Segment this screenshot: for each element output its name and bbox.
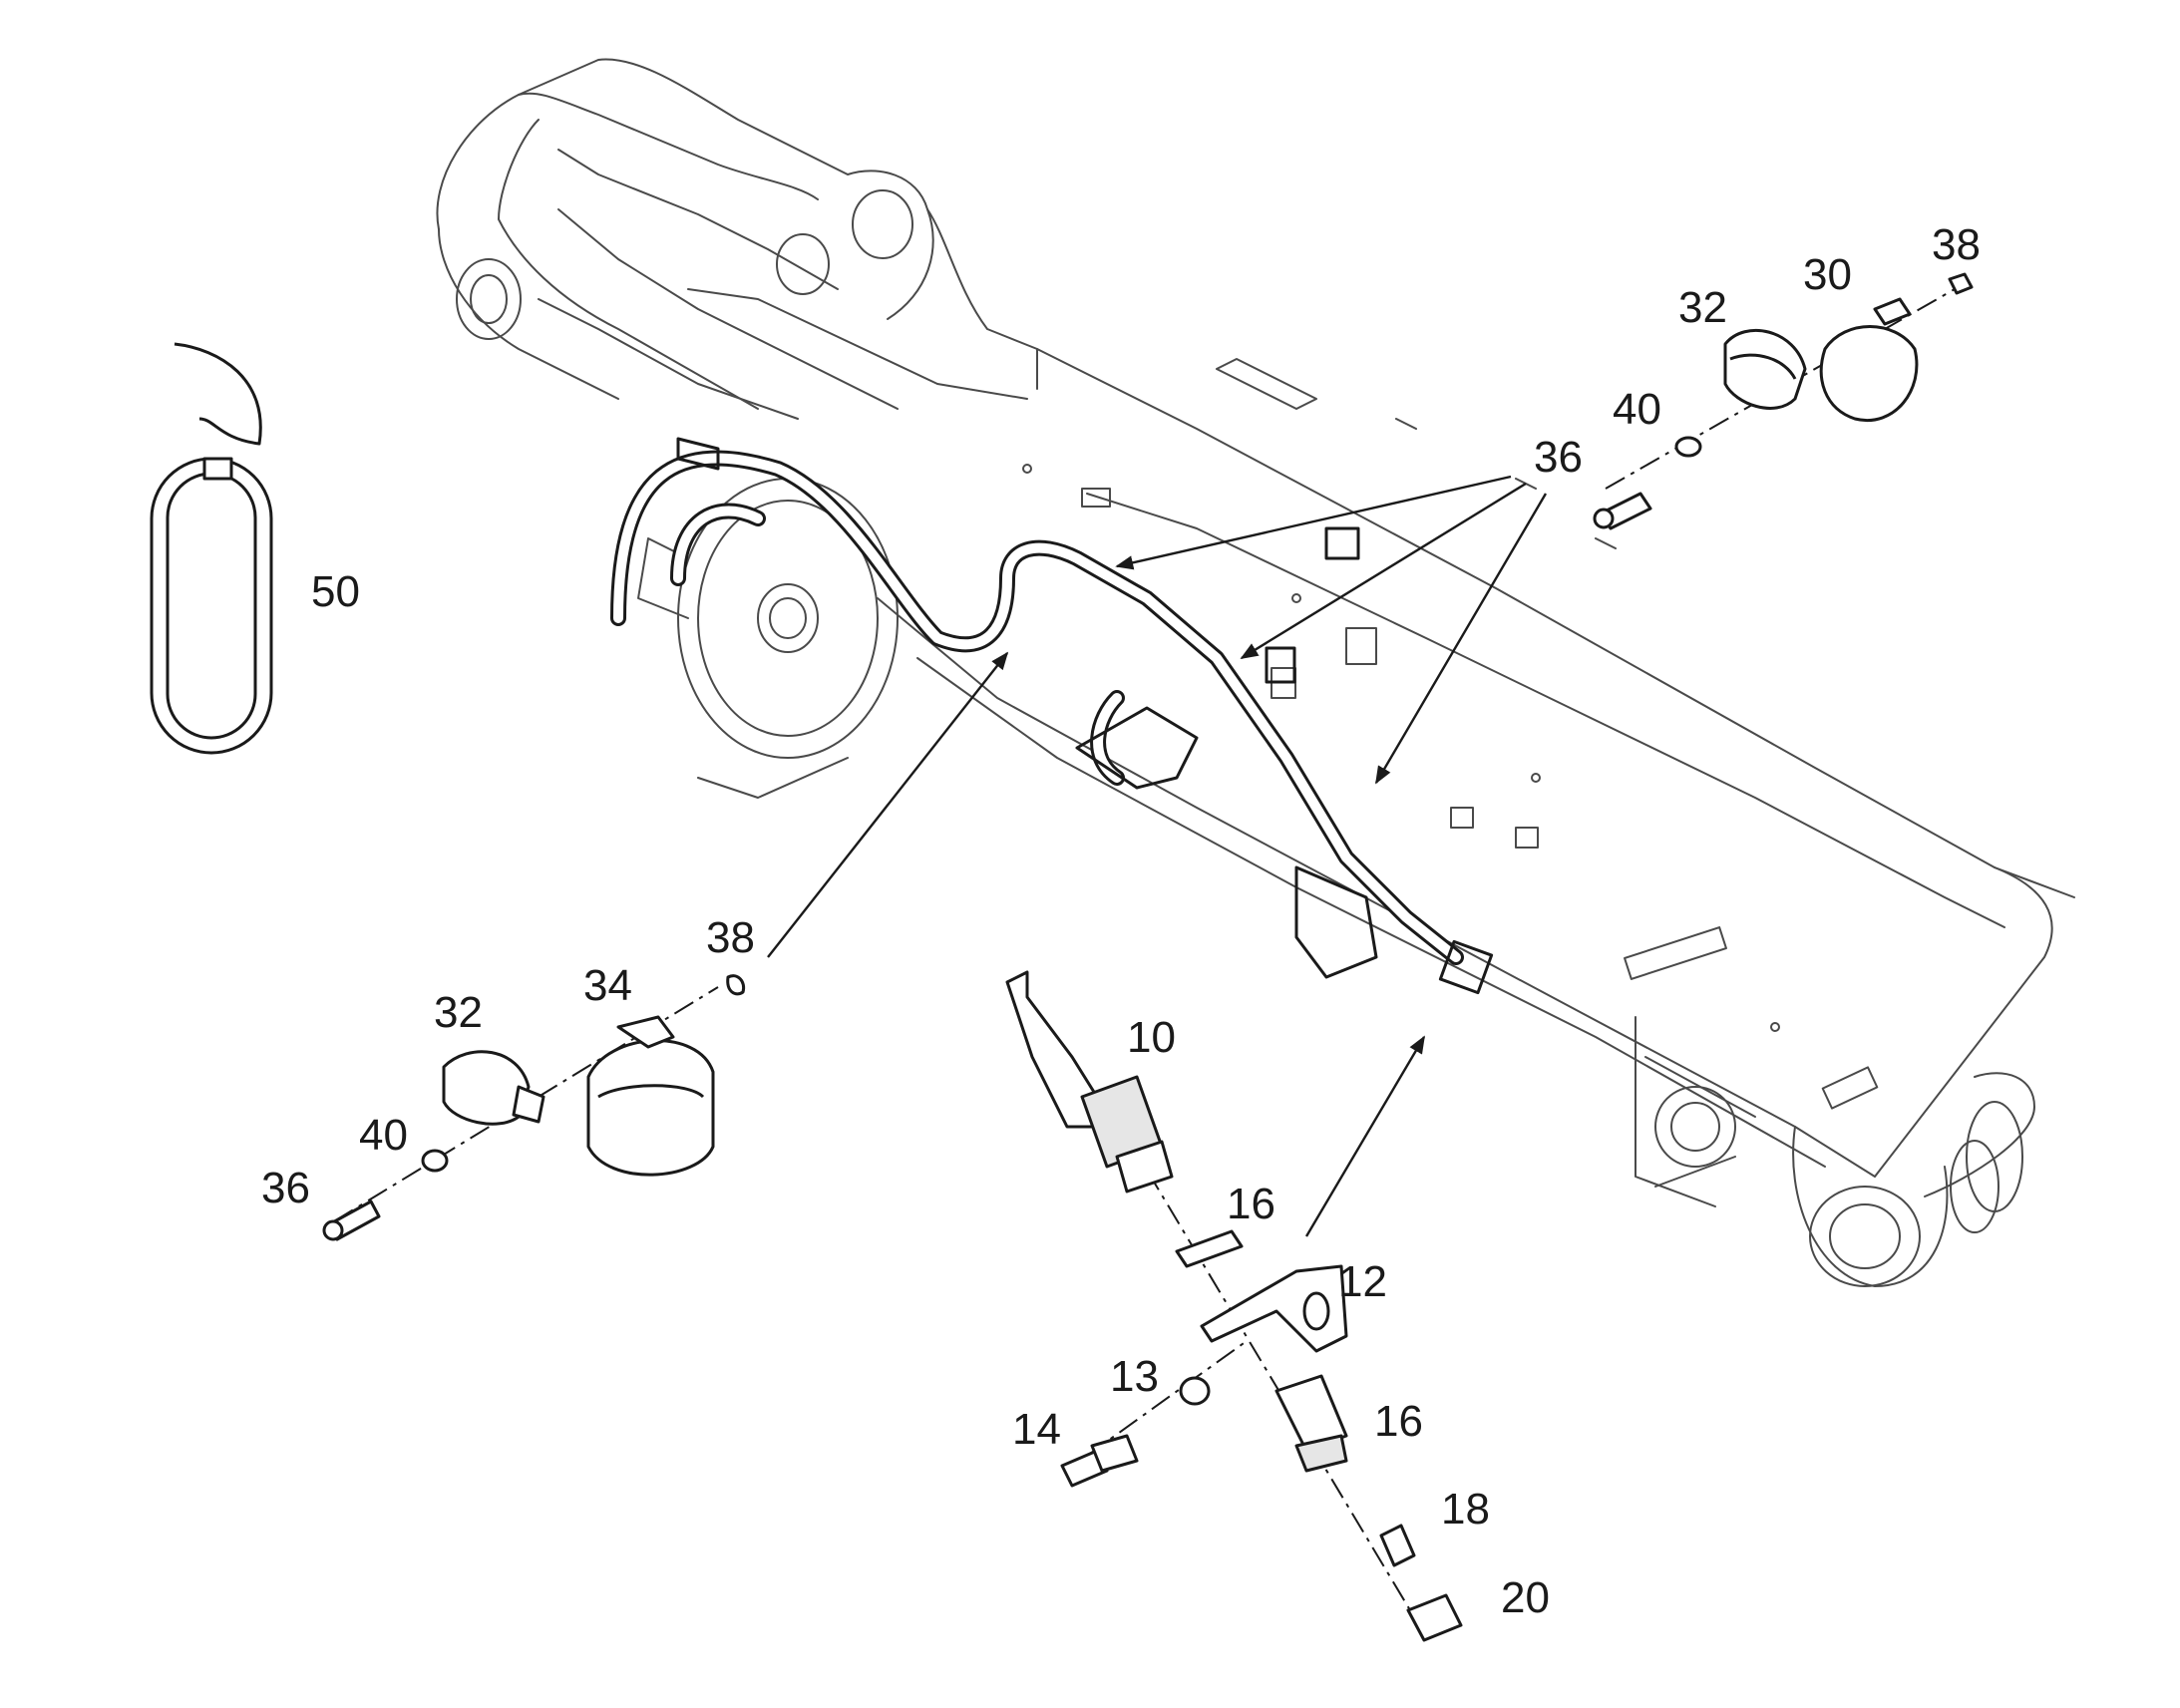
callout-40-upper: 40	[1613, 385, 1661, 434]
strap-part-50	[150, 342, 273, 755]
callout-16-upper: 16	[1227, 1180, 1275, 1228]
callout-32-lower: 32	[434, 988, 483, 1037]
callout-13: 13	[1110, 1352, 1159, 1401]
clamp-assembly-upper	[1593, 272, 1974, 530]
callout-32-upper: 32	[1678, 283, 1727, 332]
callout-labels: 50 36 40 32 30 38 38 34 32 40 36 10 16 1…	[261, 220, 1981, 1622]
callout-36-lower: 36	[261, 1164, 310, 1212]
fitting-assembly	[1005, 970, 1463, 1642]
callout-30: 30	[1803, 250, 1852, 299]
callout-40-lower: 40	[359, 1111, 408, 1160]
callout-18: 18	[1441, 1485, 1490, 1534]
callout-10: 10	[1127, 1013, 1176, 1062]
callout-12: 12	[1338, 1257, 1387, 1306]
callout-38-upper: 38	[1932, 220, 1981, 269]
leader-lines	[767, 475, 1548, 1237]
hydraulic-hoses	[610, 437, 1494, 995]
boom-arm	[436, 58, 2075, 1287]
callout-34: 34	[583, 961, 632, 1010]
callout-20: 20	[1501, 1573, 1550, 1622]
callout-50: 50	[311, 567, 360, 616]
clamp-assembly-lower	[322, 974, 746, 1241]
callout-14: 14	[1012, 1405, 1061, 1454]
callout-36-upper: 36	[1534, 433, 1583, 482]
callout-38-lower: 38	[706, 913, 755, 962]
callout-16-lower: 16	[1374, 1397, 1423, 1446]
